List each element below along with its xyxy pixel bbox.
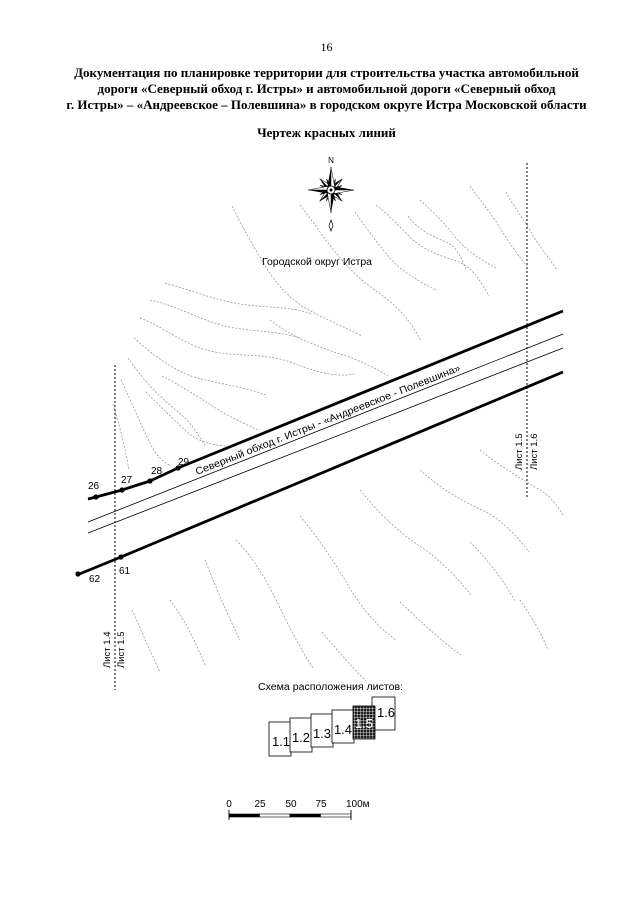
turning-point-marker — [119, 487, 125, 493]
road-edge-line — [87, 333, 564, 523]
contour-line — [299, 515, 397, 641]
contour-line — [469, 185, 528, 267]
sheet-label: 1.1 — [272, 734, 290, 749]
scale-segment — [320, 813, 352, 818]
document-title: Документация по планировке территории дл… — [14, 65, 639, 113]
turning-point-label: 61 — [119, 566, 131, 577]
contour-line — [231, 205, 363, 337]
turning-point-label: 27 — [121, 475, 133, 486]
sheet-boundary-label: Лист 1.5 — [116, 632, 127, 669]
title-line: Документация по планировке территории дл… — [74, 65, 579, 80]
compass-rose-icon — [307, 166, 355, 214]
contour-line — [139, 317, 355, 376]
sheet-label: 1.3 — [313, 726, 331, 741]
contour-line — [505, 191, 558, 271]
contour-line — [469, 541, 516, 602]
drawing-title: Чертеж красных линий — [257, 125, 396, 140]
contour-line — [169, 599, 206, 666]
contour-line — [399, 601, 462, 656]
red-line-lower — [76, 370, 564, 577]
contour-line — [127, 357, 207, 448]
scale-segment — [228, 813, 260, 818]
turning-point-label: 28 — [151, 466, 163, 477]
turning-point-marker — [75, 571, 81, 577]
sheet-label: 1.2 — [292, 730, 310, 745]
contour-line — [419, 199, 497, 269]
turning-point-marker — [93, 494, 99, 500]
compass-center-dot — [329, 188, 333, 192]
turning-point-label: 26 — [88, 481, 100, 492]
scale-label: 75 — [315, 799, 327, 810]
contour-line — [269, 319, 389, 377]
sheet-scheme: 1.1 1.2 1.3 1.4 1.6 1.5 — [268, 696, 396, 757]
contour-lines — [112, 185, 564, 682]
contour-line — [235, 539, 314, 669]
contour-line — [204, 559, 241, 641]
north-label: N — [328, 156, 334, 165]
turning-point-marker — [118, 554, 124, 560]
turning-points: 26 27 28 29 61 62 — [75, 457, 190, 585]
contour-line — [479, 449, 564, 516]
scale-label: 50 — [285, 799, 297, 810]
scale-bar: 0 25 50 75 100м — [226, 799, 370, 820]
sheet-label: 1.6 — [377, 705, 395, 720]
contour-line — [354, 211, 437, 291]
turning-point-marker — [147, 478, 153, 484]
contour-line — [519, 599, 549, 651]
turning-point-marker — [175, 465, 181, 471]
contour-line — [359, 489, 472, 596]
sheet-scheme-title: Схема расположения листов: — [258, 682, 403, 693]
contour-line — [145, 391, 227, 447]
title-line: г. Истры» – «Андреевское – Полевшина» в … — [66, 97, 587, 112]
scale-label: 25 — [254, 799, 266, 810]
area-label: Городской округ Истра — [262, 257, 372, 268]
scale-segment — [289, 813, 321, 818]
contour-line — [161, 375, 259, 431]
contour-line — [375, 204, 490, 297]
contour-line — [120, 379, 172, 467]
road-label: Северный обход г. Истры - «Андреевское -… — [194, 362, 463, 478]
contour-line — [133, 337, 267, 396]
sheet-label: 1.4 — [334, 722, 352, 737]
title-line: дороги «Северный обход г. Истры» и автом… — [97, 81, 556, 96]
sheet-boundary-label: Лист 1.5 — [514, 434, 525, 471]
sheet-boundary-label: Лист 1.4 — [102, 632, 113, 669]
contour-line — [112, 403, 130, 471]
road-edge-line — [87, 347, 564, 534]
turning-point-label: 29 — [178, 457, 190, 468]
sheet-label: 1.5 — [355, 716, 373, 731]
scale-segment — [259, 813, 291, 818]
turning-point-label: 62 — [89, 574, 101, 585]
scale-label: 100м — [346, 799, 370, 810]
sheet-box — [352, 705, 376, 740]
contour-line — [164, 282, 313, 315]
scale-label: 0 — [226, 799, 232, 810]
sheet-boundary-label: Лист 1.6 — [529, 434, 540, 471]
contour-line — [299, 204, 422, 342]
contour-line — [419, 469, 530, 553]
contour-line — [321, 631, 367, 682]
compass-south-mark — [328, 218, 334, 233]
page-number: 16 — [320, 40, 333, 54]
contour-line — [149, 299, 301, 339]
contour-line — [131, 609, 161, 673]
compass-main-spikes — [307, 166, 355, 214]
